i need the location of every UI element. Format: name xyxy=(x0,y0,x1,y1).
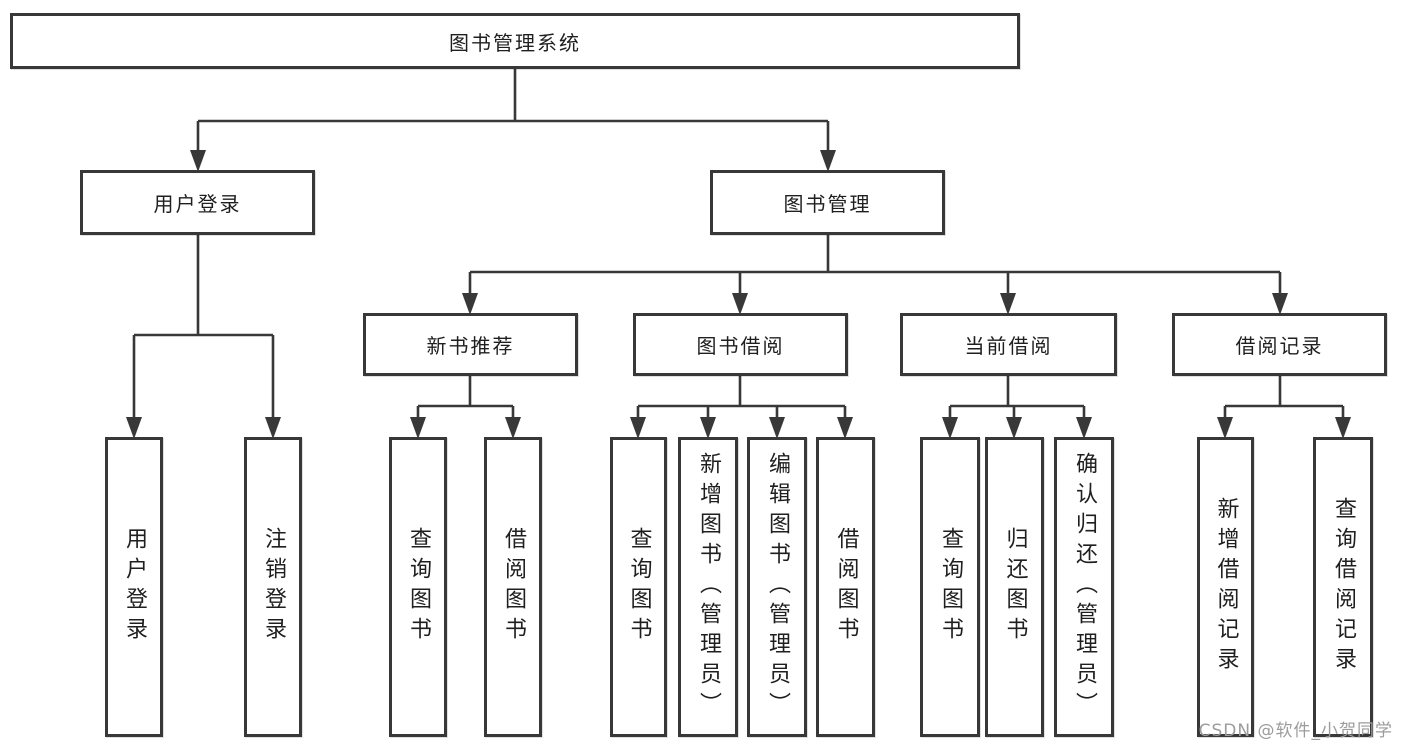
node-label: 图书管理系统 xyxy=(449,30,581,55)
node-label: 编辑图书（管理员） xyxy=(765,452,790,722)
leaf-node-add-borrow-record: 新增借阅记录 xyxy=(1197,437,1254,737)
node-label: 归还图书 xyxy=(1002,527,1028,647)
node-label: 新增借阅记录 xyxy=(1213,497,1239,677)
leaf-node-add-books-admin: 新增图书（管理员） xyxy=(678,437,738,737)
leaf-node-confirm-return-admin: 确认归还（管理员） xyxy=(1054,437,1114,737)
node-label: 用户登录 xyxy=(122,527,147,647)
leaf-node-return-books: 归还图书 xyxy=(985,437,1044,737)
arrowhead-icons xyxy=(126,150,1351,439)
leaf-node-borrow-books: 借阅图书 xyxy=(484,437,542,737)
leaf-node-query-books: 查询图书 xyxy=(920,437,980,737)
node-label: 查询借阅记录 xyxy=(1331,497,1356,677)
node-label: 确认归还（管理员） xyxy=(1072,452,1097,722)
node-book-management: 图书管理 xyxy=(710,170,945,235)
node-current-borrowing: 当前借阅 xyxy=(900,313,1117,376)
leaf-node-query-borrow-record: 查询借阅记录 xyxy=(1313,437,1373,737)
node-label: 借阅图书 xyxy=(833,527,859,647)
node-label: 查询图书 xyxy=(626,527,652,647)
node-label: 新增图书（管理员） xyxy=(696,452,721,722)
leaf-node-borrow-books: 借阅图书 xyxy=(816,437,875,737)
node-label: 查询图书 xyxy=(938,527,963,647)
node-label: 用户登录 xyxy=(153,192,242,216)
node-label: 借阅图书 xyxy=(501,527,526,647)
leaf-node-query-books: 查询图书 xyxy=(610,437,667,737)
node-new-book-recommend: 新书推荐 xyxy=(363,313,578,376)
node-label: 当前借阅 xyxy=(964,334,1053,358)
node-label: 图书借阅 xyxy=(696,334,785,358)
node-label: 新书推荐 xyxy=(426,334,515,358)
node-label: 图书管理 xyxy=(783,192,872,216)
node-borrowing-records: 借阅记录 xyxy=(1172,313,1387,376)
node-book-borrowing: 图书借阅 xyxy=(633,313,848,376)
leaf-node-query-books: 查询图书 xyxy=(389,437,447,737)
csdn-watermark: CSDN @软件_小贺同学 xyxy=(1198,721,1393,741)
node-label: 注销登录 xyxy=(261,527,286,647)
leaf-node-user-login: 用户登录 xyxy=(105,437,163,737)
node-label: 借阅记录 xyxy=(1235,334,1324,358)
node-user-login: 用户登录 xyxy=(80,170,315,235)
node-library-management-system: 图书管理系统 xyxy=(10,13,1020,69)
leaf-node-edit-books-admin: 编辑图书（管理员） xyxy=(747,437,807,737)
node-label: 查询图书 xyxy=(406,527,431,647)
leaf-node-logout: 注销登录 xyxy=(244,437,302,737)
